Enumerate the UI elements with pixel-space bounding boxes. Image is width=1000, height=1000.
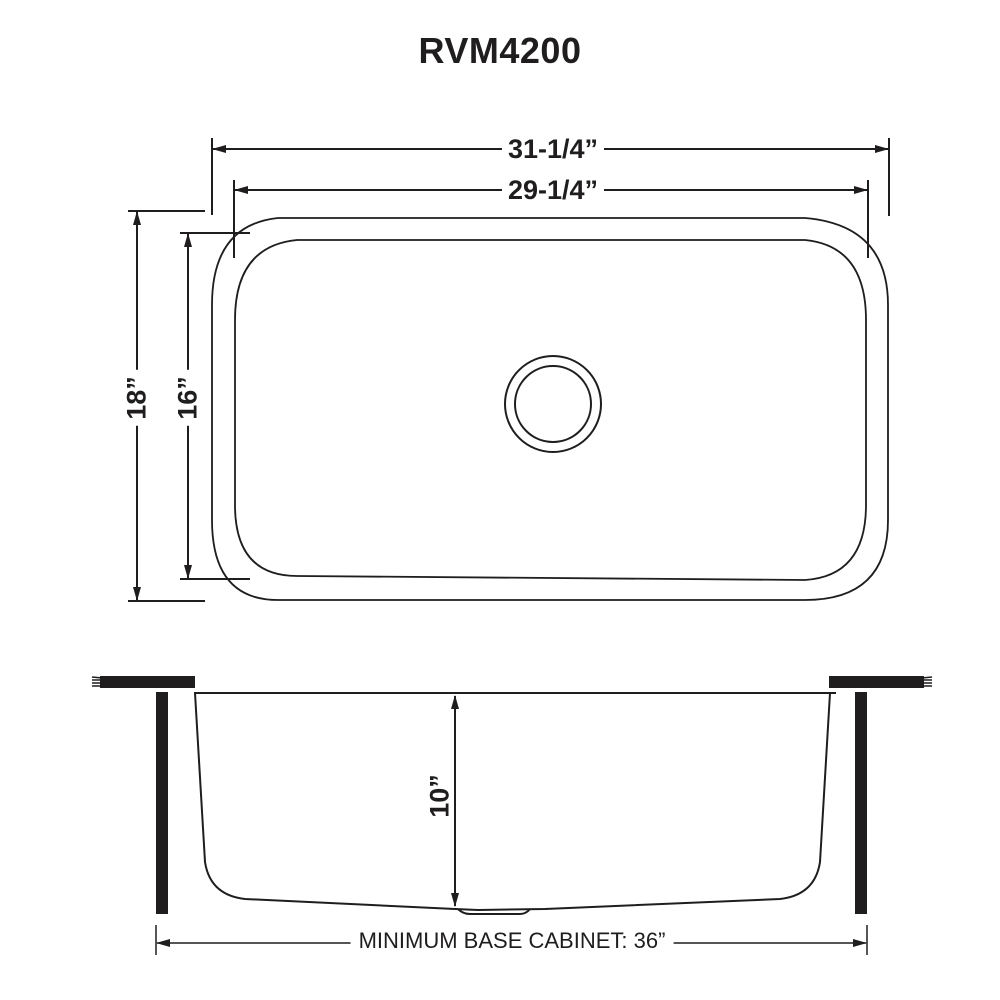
top-view [128,138,890,602]
countertop-right [829,676,924,688]
cabinet-wall-left [156,692,168,914]
drain-outer-ring [504,355,602,453]
minimum-cabinet-label: MINIMUM BASE CABINET: 36” [350,930,674,952]
overall-width-label: 31-1/4” [501,136,605,163]
bowl-depth-label: 16” [173,370,203,426]
sink-inner-bowl [234,239,867,581]
drain-bump [457,908,531,915]
sink-bowl-profile [194,692,831,912]
cabinet-wall-right [855,692,867,914]
countertop-left [100,676,195,688]
model-title: RVM4200 [418,30,582,71]
drain-inner-ring [514,365,592,443]
sink-outer-rim [211,217,889,601]
bowl-width-label: 29-1/4” [501,177,605,204]
bowl-height-label: 10” [424,774,455,818]
side-view [91,676,933,955]
overall-depth-label: 18” [122,370,152,426]
